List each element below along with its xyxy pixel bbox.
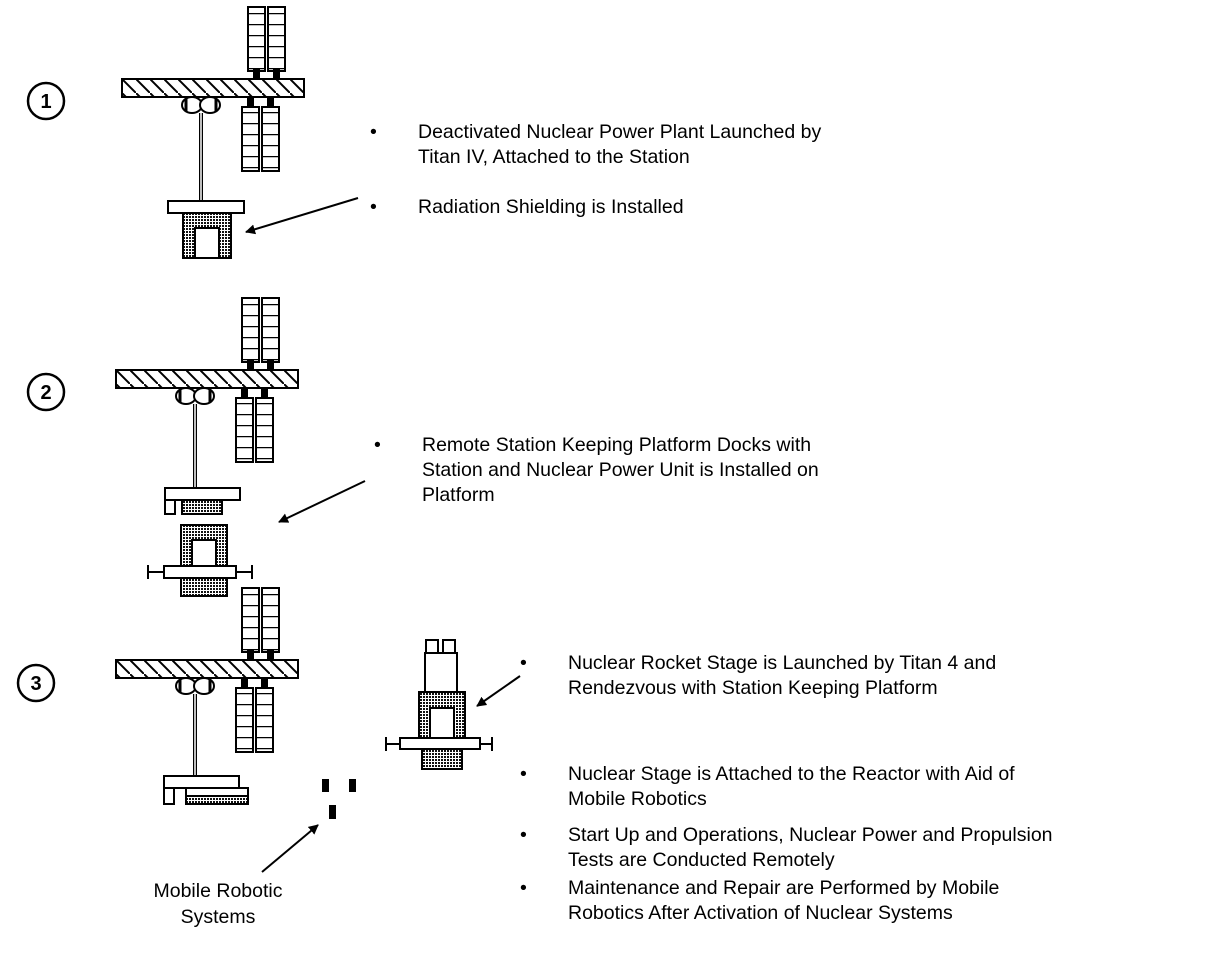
step-3-bullet-1: • Nuclear Rocket Stage is Launched by Ti… (520, 651, 996, 701)
bullet-dot: • (374, 434, 381, 456)
step-2-bullet-1-text: Remote Station Keeping Platform Docks wi… (422, 434, 819, 506)
step-3-docked-platform (163, 775, 249, 805)
bullet-dot: • (370, 121, 377, 143)
step-1-number: 1 (40, 91, 51, 113)
mobile-robotic-systems-label: Mobile Robotic Systems (153, 880, 283, 928)
bullet-dot: • (520, 763, 527, 785)
bullet-dot: • (520, 652, 527, 674)
step-2-number: 2 (40, 382, 51, 404)
step-2-reactor-and-platform (147, 487, 253, 597)
bullet-dot: • (370, 196, 377, 218)
step-3-bullet-3-text: Start Up and Operations, Nuclear Power a… (568, 824, 1053, 871)
mobile-robotic-units (322, 779, 356, 819)
step-3-number: 3 (30, 673, 41, 695)
step-1-station (120, 5, 306, 201)
step-1-bullet-1-text: Deactivated Nuclear Power Plant Launched… (418, 121, 822, 168)
step-3-bullet-3: • Start Up and Operations, Nuclear Power… (520, 823, 1053, 873)
step-1-badge: 1 (26, 81, 66, 121)
step-3-bullet-2-text: Nuclear Stage is Attached to the Reactor… (568, 763, 1015, 810)
step-1-arrow (245, 197, 359, 235)
bullet-dot: • (520, 877, 527, 899)
step-2-station (114, 296, 300, 488)
step-2-badge: 2 (26, 372, 66, 412)
step-2-arrow (278, 480, 366, 523)
step-3-reactor-platform (385, 691, 493, 770)
step-1-bullet-2-text: Radiation Shielding is Installed (418, 196, 684, 218)
step-1-bullet-1: • Deactivated Nuclear Power Plant Launch… (370, 120, 821, 170)
step-3-badge: 3 (16, 663, 56, 703)
bullet-dot: • (520, 824, 527, 846)
step-3-bullet-4: • Maintenance and Repair are Performed b… (520, 876, 999, 926)
step-1-reactor (167, 200, 245, 259)
step-2-bullet-1: • Remote Station Keeping Platform Docks … (374, 433, 819, 508)
step-3-bullet-1-text: Nuclear Rocket Stage is Launched by Tita… (568, 652, 997, 699)
robotics-arrow (261, 824, 319, 873)
step-3-station (114, 586, 300, 776)
step-3-bullet-2: • Nuclear Stage is Attached to the React… (520, 762, 1015, 812)
nuclear-rocket-stage (424, 639, 458, 698)
step-1-bullet-2: • Radiation Shielding is Installed (370, 195, 684, 220)
step-3-bullet-4-text: Maintenance and Repair are Performed by … (568, 877, 1000, 924)
step-3-arrow (476, 675, 521, 707)
